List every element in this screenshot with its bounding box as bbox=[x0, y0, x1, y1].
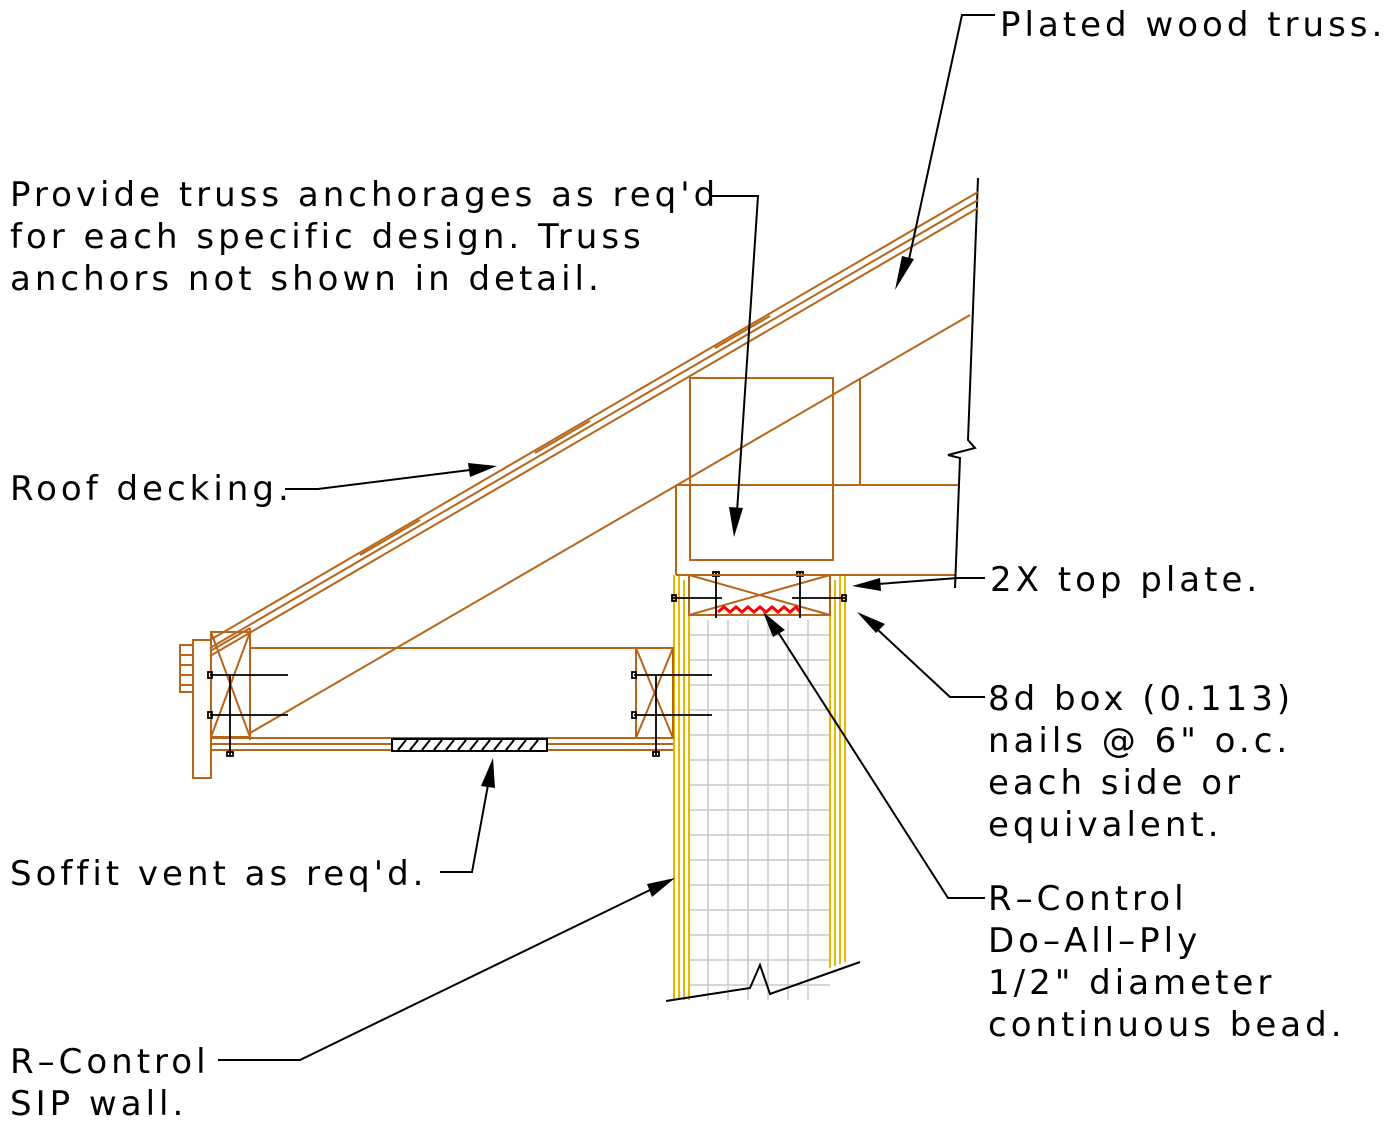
leader-nails bbox=[857, 612, 985, 698]
label-top-plate: 2X top plate. bbox=[990, 560, 1261, 600]
sip-wall bbox=[665, 575, 861, 1002]
label-sealant-bead: R–Control Do–All–Ply 1/2" diameter conti… bbox=[988, 879, 1346, 1045]
sip-inner-skin bbox=[829, 575, 846, 968]
label-plated-wood-truss: Plated wood truss. bbox=[1000, 5, 1386, 45]
label-roof-decking: Roof decking. bbox=[10, 469, 293, 509]
sealant-bead bbox=[717, 604, 802, 614]
leader-soffit bbox=[440, 758, 495, 873]
lookout-block bbox=[250, 647, 674, 739]
soffit-vent bbox=[391, 738, 548, 752]
sip-foam-core bbox=[689, 620, 830, 1000]
top-plate bbox=[671, 571, 847, 618]
truss-break-line bbox=[947, 177, 979, 589]
roof-decking bbox=[209, 191, 979, 740]
label-sip-wall: R–Control SIP wall. bbox=[10, 1042, 224, 1121]
truss bbox=[249, 177, 979, 734]
leader-decking bbox=[285, 463, 497, 490]
wall-break-line bbox=[665, 961, 861, 1002]
sip-outer-skin bbox=[673, 575, 690, 1000]
label-truss-anchorages: Provide truss anchorages as req'd for ea… bbox=[10, 175, 734, 299]
leader-top-plate bbox=[852, 577, 985, 591]
label-nails: 8d box (0.113) nails @ 6" o.c. each side… bbox=[988, 679, 1309, 845]
leader-sip-wall bbox=[218, 878, 675, 1061]
label-soffit-vent: Soffit vent as req'd. bbox=[10, 854, 427, 894]
soffit-nails bbox=[207, 671, 712, 757]
leader-anchorage bbox=[712, 195, 760, 537]
leader-bead bbox=[763, 612, 985, 899]
leader-truss bbox=[895, 14, 995, 290]
